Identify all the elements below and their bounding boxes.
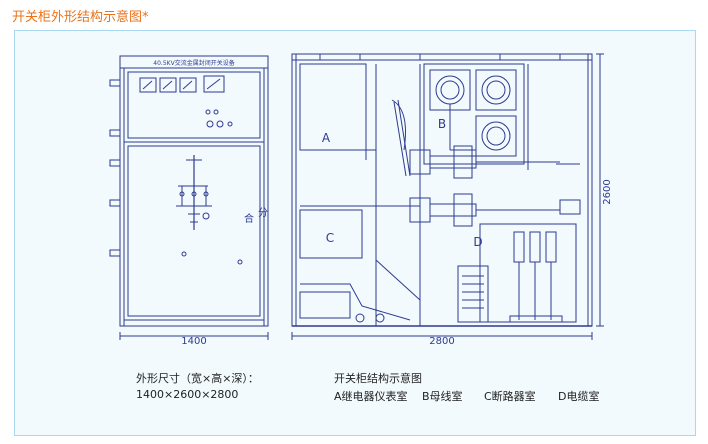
compartment-c (299, 209, 363, 259)
selector-knob-2 (216, 120, 224, 128)
label-b: B (438, 117, 446, 131)
meter-2 (159, 77, 177, 93)
side-width-label: 2800 (429, 336, 454, 347)
compartment-a (299, 63, 367, 151)
bushing-2 (481, 75, 511, 105)
label-a: A (322, 131, 331, 145)
side-height-label: 2600 (602, 179, 613, 204)
label-c: C (326, 231, 334, 245)
front-nameplate: 40.5KV交流金属封闭开关设备 (153, 59, 234, 67)
meter-3 (179, 77, 197, 93)
front-width-label: 1400 (181, 336, 206, 347)
compartment-d (479, 223, 577, 323)
meter-1 (139, 77, 157, 93)
bushing-1 (435, 75, 465, 105)
structure-caption-title: 开关柜结构示意图 (334, 372, 422, 385)
legend-a: A继电器仪表室 (334, 390, 408, 403)
instrument-door (127, 71, 261, 139)
label-d: D (473, 235, 482, 249)
bushing-3 (481, 121, 511, 151)
breaker-door (127, 145, 261, 317)
current-transformer (457, 265, 489, 323)
open-label: 分 (258, 207, 268, 219)
compartment-b (423, 63, 525, 165)
front-view (109, 55, 269, 327)
selector-knob-1 (206, 120, 214, 128)
dimension-caption-title: 外形尺寸（宽×高×深）： (136, 372, 259, 385)
page-title: 开关柜外形结构示意图* (12, 10, 149, 25)
side-view (291, 53, 593, 327)
dimension-caption-value: 1400×2600×2800 (136, 388, 239, 401)
meter-4 (203, 75, 225, 93)
legend-b: B母线室 (422, 390, 463, 403)
close-label: 合 (244, 212, 254, 225)
legend-c: C断路器室 (484, 390, 536, 403)
legend-d: D电缆室 (558, 390, 600, 403)
